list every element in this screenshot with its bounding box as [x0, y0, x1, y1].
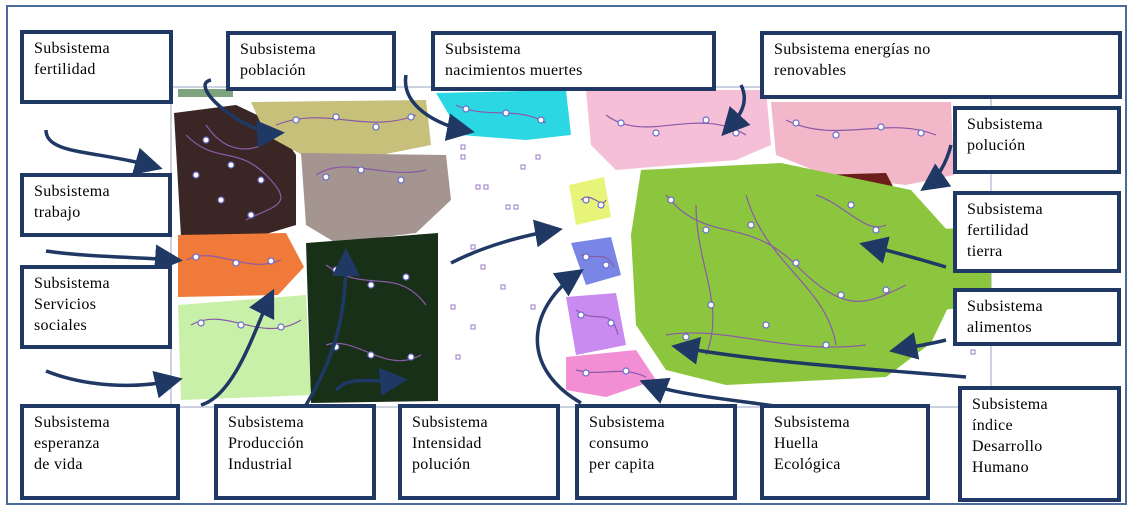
region-pink-bottom	[566, 350, 656, 397]
region-consumo-yellow	[569, 177, 611, 225]
label-produccion: Subsistema Producción Industrial	[214, 404, 376, 500]
model-diagram	[44, 74, 992, 409]
label-fertilidad-tierra: Subsistema fertilidad tierra	[953, 191, 1121, 273]
label-alimentos: Subsistema alimentos	[953, 288, 1121, 346]
label-fertilidad: Subsistema fertilidad	[20, 30, 173, 104]
region-trabajo	[301, 153, 451, 243]
region-produccion	[306, 233, 438, 403]
label-esperanza: Subsistema esperanza de vida	[20, 404, 180, 500]
region-intensidad-purple	[566, 293, 626, 355]
label-desarrollo: Subsistema índice Desarrollo Humano	[958, 386, 1121, 502]
region-huella	[631, 163, 956, 385]
region-poblacion	[251, 100, 431, 157]
region-esperanza	[178, 295, 311, 400]
label-polucion: Subsistema polución	[953, 106, 1121, 174]
label-poblacion: Subsistema población	[226, 31, 396, 91]
label-consumo: Subsistema consumo per capita	[575, 404, 737, 500]
label-intensidad: Subsistema Intensidad polución	[398, 404, 560, 500]
region-servicios	[178, 233, 304, 297]
label-energias: Subsistema energías no renovables	[760, 31, 1122, 99]
label-servicios: Subsistema Servicios sociales	[20, 265, 172, 349]
label-trabajo: Subsistema trabajo	[20, 173, 172, 237]
label-nacimientos: Subsistema nacimientos muertes	[431, 31, 716, 91]
region-polucion	[771, 102, 954, 185]
label-huella: Subsistema Huella Ecológica	[760, 404, 930, 500]
model-toolbar	[178, 89, 233, 97]
